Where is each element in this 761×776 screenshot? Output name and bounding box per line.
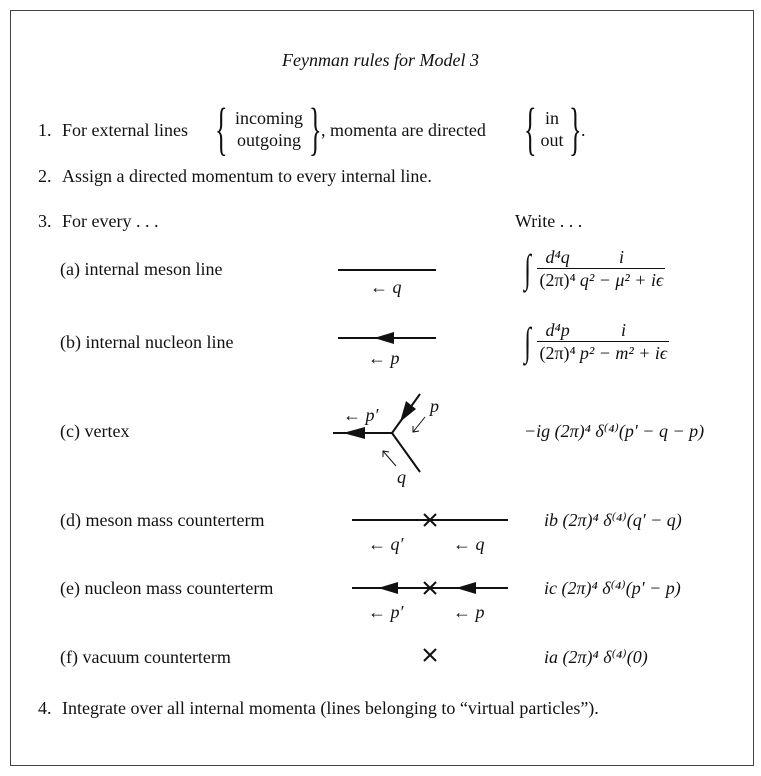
measure-fraction: d⁴p (2π)⁴ [537,320,578,363]
brace1-bottom: outgoing [236,130,301,150]
right-arrow-icon [456,582,476,594]
p-arrowhead-icon [412,426,420,433]
vertex-out-arrow-icon [343,427,365,439]
rule1-number: 1. [38,120,52,140]
left-arrow-icon [378,582,398,594]
vacuum-cross-icon [423,648,437,662]
left-brace-1: { [215,96,228,161]
rule2-text: Assign a directed momentum to every inte… [62,166,432,186]
cross-icon [423,581,437,595]
rule3-text: For every . . . [62,211,159,231]
brace2-top: in [544,108,559,128]
p-momentum-arrow [412,416,426,433]
momentum-p-label: ← p [368,348,400,368]
momentum-p-right-label: ← p [453,602,485,622]
left-brace-2: { [524,96,537,161]
nucleon-arrow-icon [374,332,394,344]
brace2-stack: in out [537,107,567,151]
page-title: Feynman rules for Model 3 [282,50,479,70]
formula-e: ic (2π)⁴ δ⁽⁴⁾(p′ − p) [544,578,681,598]
propagator-fraction: i p² − m² + iϵ [577,320,670,363]
formula-d: ib (2π)⁴ δ⁽⁴⁾(q′ − q) [544,510,682,530]
q-momentum-arrow [382,450,397,467]
vertex-meson-line [391,432,421,473]
cross-icon [423,513,437,527]
item-c-label: (c) vertex [60,421,130,441]
momentum-q-label: ← q [370,277,402,297]
momentum-p-vertex-label: p [430,396,439,416]
brace2-bottom: out [540,130,564,150]
item-b-label: (b) internal nucleon line [60,332,234,352]
rule1-text-c: . [581,120,586,140]
momentum-q-vertex-label: q [397,467,406,487]
rule1-text-a: For external lines [62,120,188,140]
rule2-number: 2. [38,166,52,186]
momentum-pprime-left-label: ← p′ [368,602,404,622]
item-f-label: (f) vacuum counterterm [60,647,231,667]
right-brace-2: } [569,96,582,161]
formula-a: ∫ d⁴q (2π)⁴ i q² − μ² + iϵ [522,245,666,291]
momentum-pprime-label: ← p′ [343,405,379,425]
rule4-text: Integrate over all internal momenta (lin… [62,698,599,718]
propagator-fraction: i q² − μ² + iϵ [577,247,666,290]
formula-f: ia (2π)⁴ δ⁽⁴⁾(0) [544,647,648,667]
integral-sign: ∫ [524,245,531,291]
brace1-top: incoming [235,108,303,128]
page-frame [10,10,754,766]
item-d-label: (d) meson mass counterterm [60,510,265,530]
rule1-text-b: , momenta are directed [321,120,486,140]
q-arrowhead-icon [382,450,390,457]
integral-sign: ∫ [524,318,531,364]
brace1-stack: incoming outgoing [229,107,309,151]
formula-c: −ig (2π)⁴ δ⁽⁴⁾(p′ − q − p) [524,421,705,441]
rule3-number: 3. [38,211,52,231]
vertex-in-arrow-icon [400,401,416,422]
momentum-q-right-label: ← q [453,534,485,554]
rule4-number: 4. [38,698,52,718]
formula-b: ∫ d⁴p (2π)⁴ i p² − m² + iϵ [522,318,670,364]
write-header: Write . . . [515,211,583,231]
momentum-qprime-left-label: ← q′ [368,534,404,554]
right-brace-1: } [309,96,322,161]
measure-fraction: d⁴q (2π)⁴ [537,247,578,290]
item-e-label: (e) nucleon mass counterterm [60,578,274,598]
item-a-label: (a) internal meson line [60,259,223,279]
